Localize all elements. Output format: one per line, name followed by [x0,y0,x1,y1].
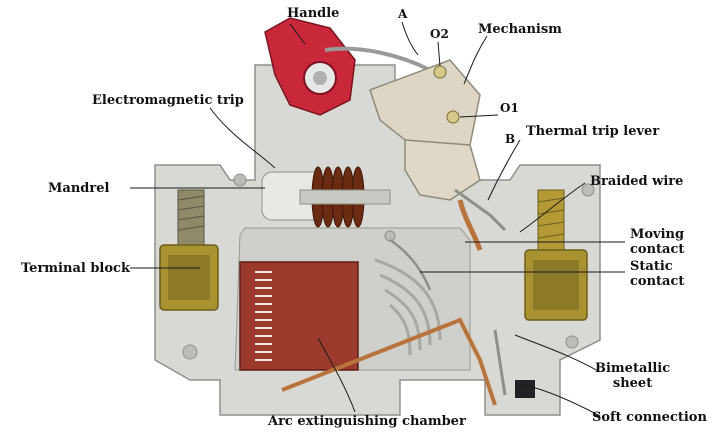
label-handle: Handle [287,6,340,21]
breaker-housing [154,64,601,416]
label-a: A [397,7,408,21]
label-terminal-block: Terminal block [21,261,130,276]
label-braided-wire: Braided wire [590,174,684,189]
arc-extinguishing-chamber [239,261,359,371]
leader-lines [130,21,625,417]
left-terminal-block [159,189,219,311]
label-mechanism: Mechanism [478,22,562,37]
label-arc-extinguishing-chamber: Arc extinguishing chamber [268,414,466,429]
label-o1: O1 [500,101,519,115]
label-mandrel: Mandrel [48,181,110,196]
right-terminal-block [524,189,588,321]
label-o2: O2 [430,27,449,41]
label-electromagnetic-trip: Electromagnetic trip [92,93,244,108]
contacts-and-wires [281,188,535,406]
label-soft-connection: Soft connection [592,410,707,425]
label-thermal-trip-lever: Thermal trip lever [526,124,660,139]
handle-graphic [264,17,431,116]
trip-mechanism [369,59,481,201]
electromagnetic-trip-coil [261,166,391,228]
label-b: B [505,132,515,146]
